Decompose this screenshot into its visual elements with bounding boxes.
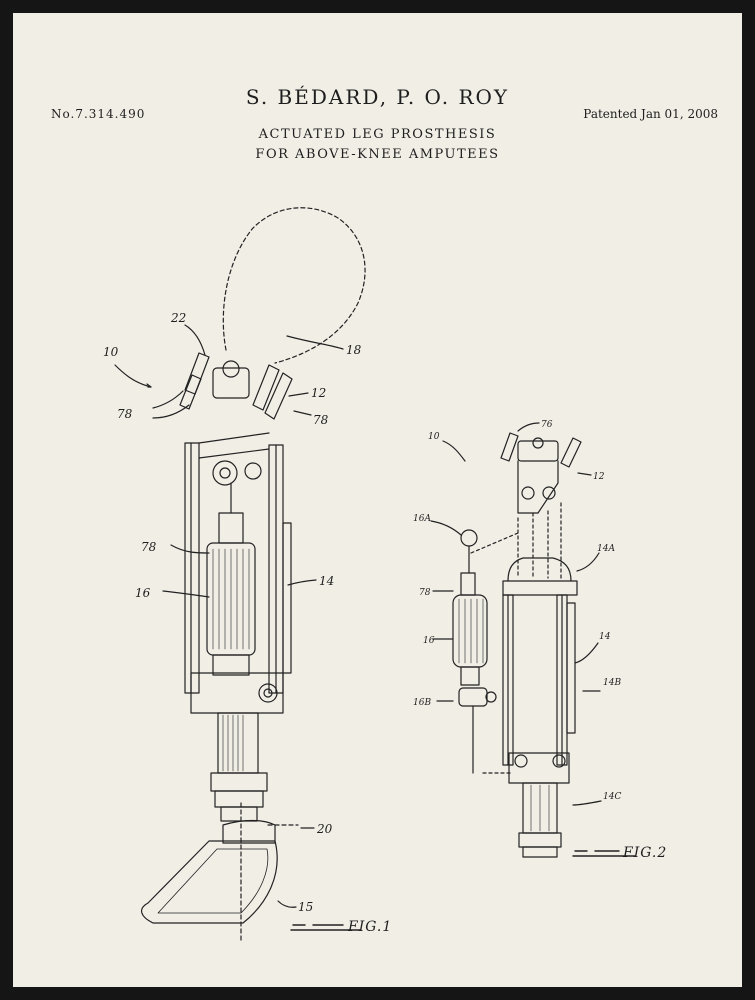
fig1-label-15: 15 — [298, 900, 313, 914]
fig1-label-78-mid: 78 — [141, 540, 157, 554]
fig2-label-78: 78 — [419, 588, 431, 598]
patent-title-line1: ACTUATED LEG PROSTHESIS — [258, 127, 497, 142]
fig2-label-14c: 14C — [603, 792, 621, 802]
fig2-label-14a: 14A — [597, 544, 615, 554]
fig1-caption: FIG.1 — [347, 919, 392, 935]
inventors: S. BÉDARD, P. O. ROY — [245, 85, 510, 109]
fig2-label-14b: 14B — [603, 678, 621, 688]
fig1-label-78-right: 78 — [313, 413, 329, 427]
fig2-label-12: 12 — [593, 472, 605, 482]
fig2-label-16: 16 — [423, 636, 435, 646]
fig2-label-76: 76 — [541, 420, 553, 430]
fig2-label-16a: 16A — [413, 514, 431, 524]
patent-date: Patented Jan 01, 2008 — [583, 107, 718, 121]
figure1-prosthesis: 10 22 18 12 78 78 78 16 14 20 15 FIG.1 — [103, 207, 392, 944]
patent-drawing: 10 22 18 12 78 78 78 16 14 20 15 FIG.1 — [103, 207, 667, 944]
fig1-label-22: 22 — [170, 311, 186, 325]
fig1-label-78-left: 78 — [117, 407, 133, 421]
fig1-label-16: 16 — [135, 586, 151, 600]
fig1-label-14: 14 — [319, 574, 334, 588]
patent-title-line2: FOR ABOVE-KNEE AMPUTEES — [255, 147, 500, 162]
figure2-exploded: 76 10 12 16A 14A 78 16 14 14B 16B 14C FI… — [413, 420, 667, 861]
fig1-label-20: 20 — [316, 822, 333, 836]
patent-number: No.7.314.490 — [51, 107, 146, 121]
fig1-label-18: 18 — [346, 343, 362, 357]
fig1-label-10: 10 — [103, 345, 119, 359]
fig2-label-10: 10 — [428, 432, 440, 442]
fig2-label-14: 14 — [599, 632, 611, 642]
patent-sheet: No.7.314.490 Patented Jan 01, 2008 S. BÉ… — [13, 13, 742, 987]
fig2-label-16b: 16B — [413, 698, 431, 708]
fig2-caption: FIG.2 — [622, 845, 667, 861]
fig1-label-12: 12 — [311, 386, 326, 400]
